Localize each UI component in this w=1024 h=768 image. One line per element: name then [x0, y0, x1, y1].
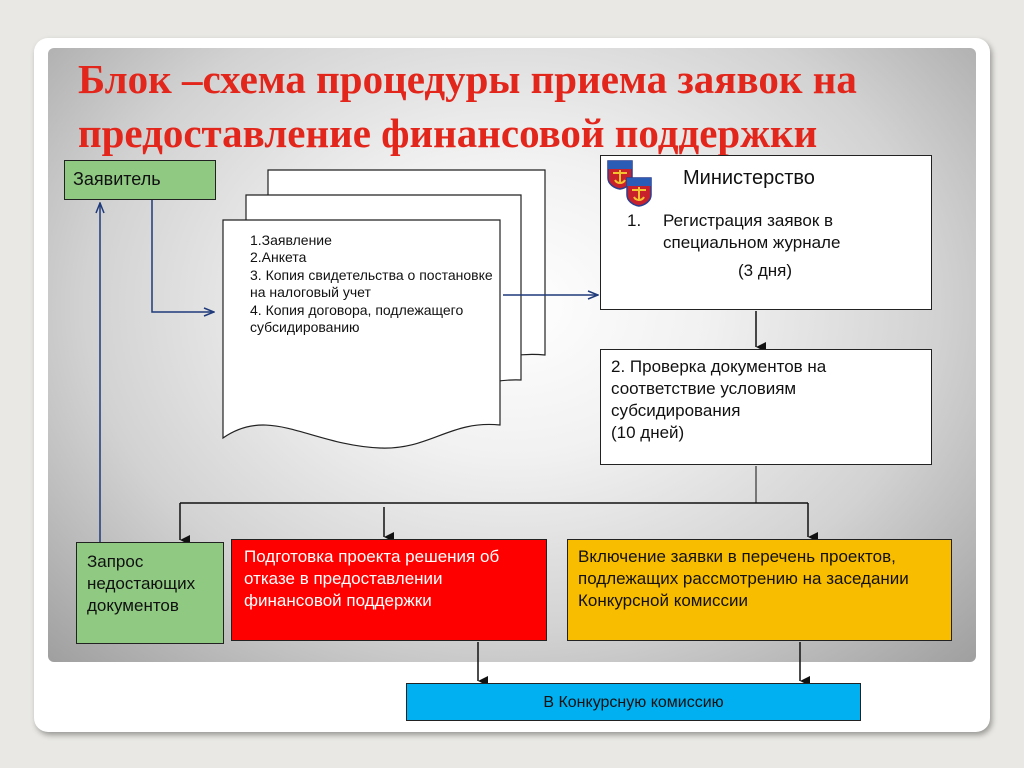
document-sheet-front — [222, 219, 501, 449]
request-documents-box: Запрос недостающих документов — [76, 542, 224, 644]
ministry-step-registration: 1. Регистрация заявок в специальном журн… — [600, 200, 932, 310]
emblem-icon — [626, 177, 652, 207]
inclusion-box: Включение заявки в перечень проектов, по… — [567, 539, 952, 641]
check-duration: (10 дней) — [611, 423, 685, 442]
connector-applicant-documents — [151, 200, 214, 312]
document-item: 1.Заявление — [250, 232, 332, 248]
document-item: 3. Копия свидетельства о постановке на н… — [250, 266, 493, 301]
step-text: Регистрация заявок в специальном журнале — [663, 211, 841, 252]
slide-title: Блок –схема процедуры приема заявок на п… — [78, 56, 857, 156]
document-item: 4. Копия договора, подлежащего субсидиро… — [250, 301, 464, 336]
ministry-header: Министерство — [600, 155, 932, 201]
document-list: 1.Заявление 2.Анкета 3. Копия свидетельс… — [250, 232, 495, 336]
check-text: 2. Проверка документов на соответствие у… — [611, 357, 827, 420]
ministry-title: Министерство — [683, 167, 815, 189]
step-number: 1. — [627, 211, 642, 230]
refusal-box: Подготовка проекта решения об отказе в п… — [231, 539, 547, 641]
applicant-box: Заявитель — [64, 160, 216, 200]
step-duration: (3 дня) — [738, 261, 793, 280]
commission-box: В Конкурсную комиссию — [406, 683, 861, 721]
document-item: 2.Анкета — [250, 249, 307, 266]
check-documents-box: 2. Проверка документов на соответствие у… — [600, 349, 932, 465]
